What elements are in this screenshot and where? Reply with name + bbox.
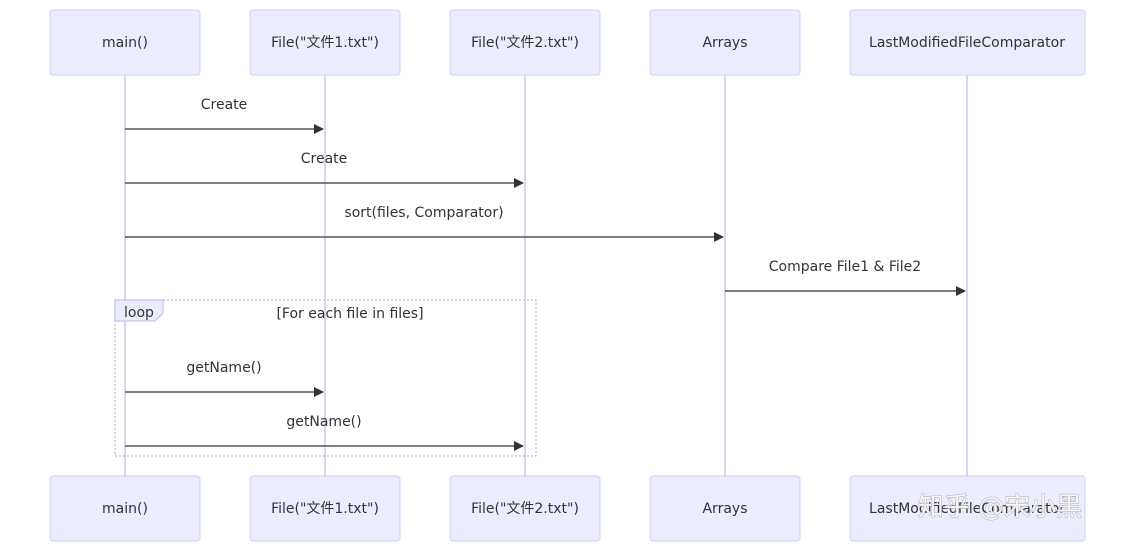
loop-label: loop xyxy=(124,305,154,321)
actor-arrays-bottom: Arrays xyxy=(649,475,801,542)
message-label: sort(files, Comparator) xyxy=(344,205,503,221)
message-label: Create xyxy=(301,151,348,167)
loop-condition: [For each file in files] xyxy=(276,306,423,322)
actor-label: main() xyxy=(102,35,148,51)
actor-file1-bottom: File("文件1.txt") xyxy=(249,475,401,542)
bottom-actors: main() File("文件1.txt") File("文件2.txt") A… xyxy=(49,475,1086,542)
actor-label: File("文件1.txt") xyxy=(271,501,379,517)
actor-label: main() xyxy=(102,501,148,517)
actor-main-bottom: main() xyxy=(49,475,201,542)
message-sort: sort(files, Comparator) xyxy=(125,205,724,242)
actor-label: Arrays xyxy=(702,501,747,517)
message-create-file1: Create xyxy=(125,97,324,134)
actor-file2-bottom: File("文件2.txt") xyxy=(449,475,601,542)
message-label: getName() xyxy=(286,414,361,430)
actor-label: File("文件2.txt") xyxy=(471,35,579,51)
actor-comparator-bottom: LastModifiedFileComparator xyxy=(849,475,1086,542)
message-create-file2: Create xyxy=(125,151,524,188)
message-getname-file2: getName() xyxy=(125,414,524,451)
message-label: getName() xyxy=(186,360,261,376)
loop-label-box xyxy=(114,299,164,322)
top-actors: main() File("文件1.txt") File("文件2.txt") A… xyxy=(49,9,1086,76)
lifelines xyxy=(124,75,968,476)
actor-label: File("文件1.txt") xyxy=(271,35,379,51)
actor-label: LastModifiedFileComparator xyxy=(869,35,1065,51)
actor-file1-top: File("文件1.txt") xyxy=(249,9,401,76)
actor-label: Arrays xyxy=(702,35,747,51)
message-compare: Compare File1 & File2 xyxy=(725,259,966,296)
loop-frame: loop [For each file in files] xyxy=(114,299,537,457)
actor-main-top: main() xyxy=(49,9,201,76)
actor-file2-top: File("文件2.txt") xyxy=(449,9,601,76)
actor-arrays-top: Arrays xyxy=(649,9,801,76)
message-getname-file1: getName() xyxy=(125,360,324,397)
watermark: 知乎 @宋小黑 xyxy=(918,493,1082,523)
actor-comparator-top: LastModifiedFileComparator xyxy=(849,9,1086,76)
message-label: Create xyxy=(201,97,248,113)
message-label: Compare File1 & File2 xyxy=(769,259,921,275)
actor-label: File("文件2.txt") xyxy=(471,501,579,517)
messages: Create Create sort(files, Comparator) Co… xyxy=(125,97,966,451)
actor-label: LastModifiedFileComparator xyxy=(869,501,1065,517)
